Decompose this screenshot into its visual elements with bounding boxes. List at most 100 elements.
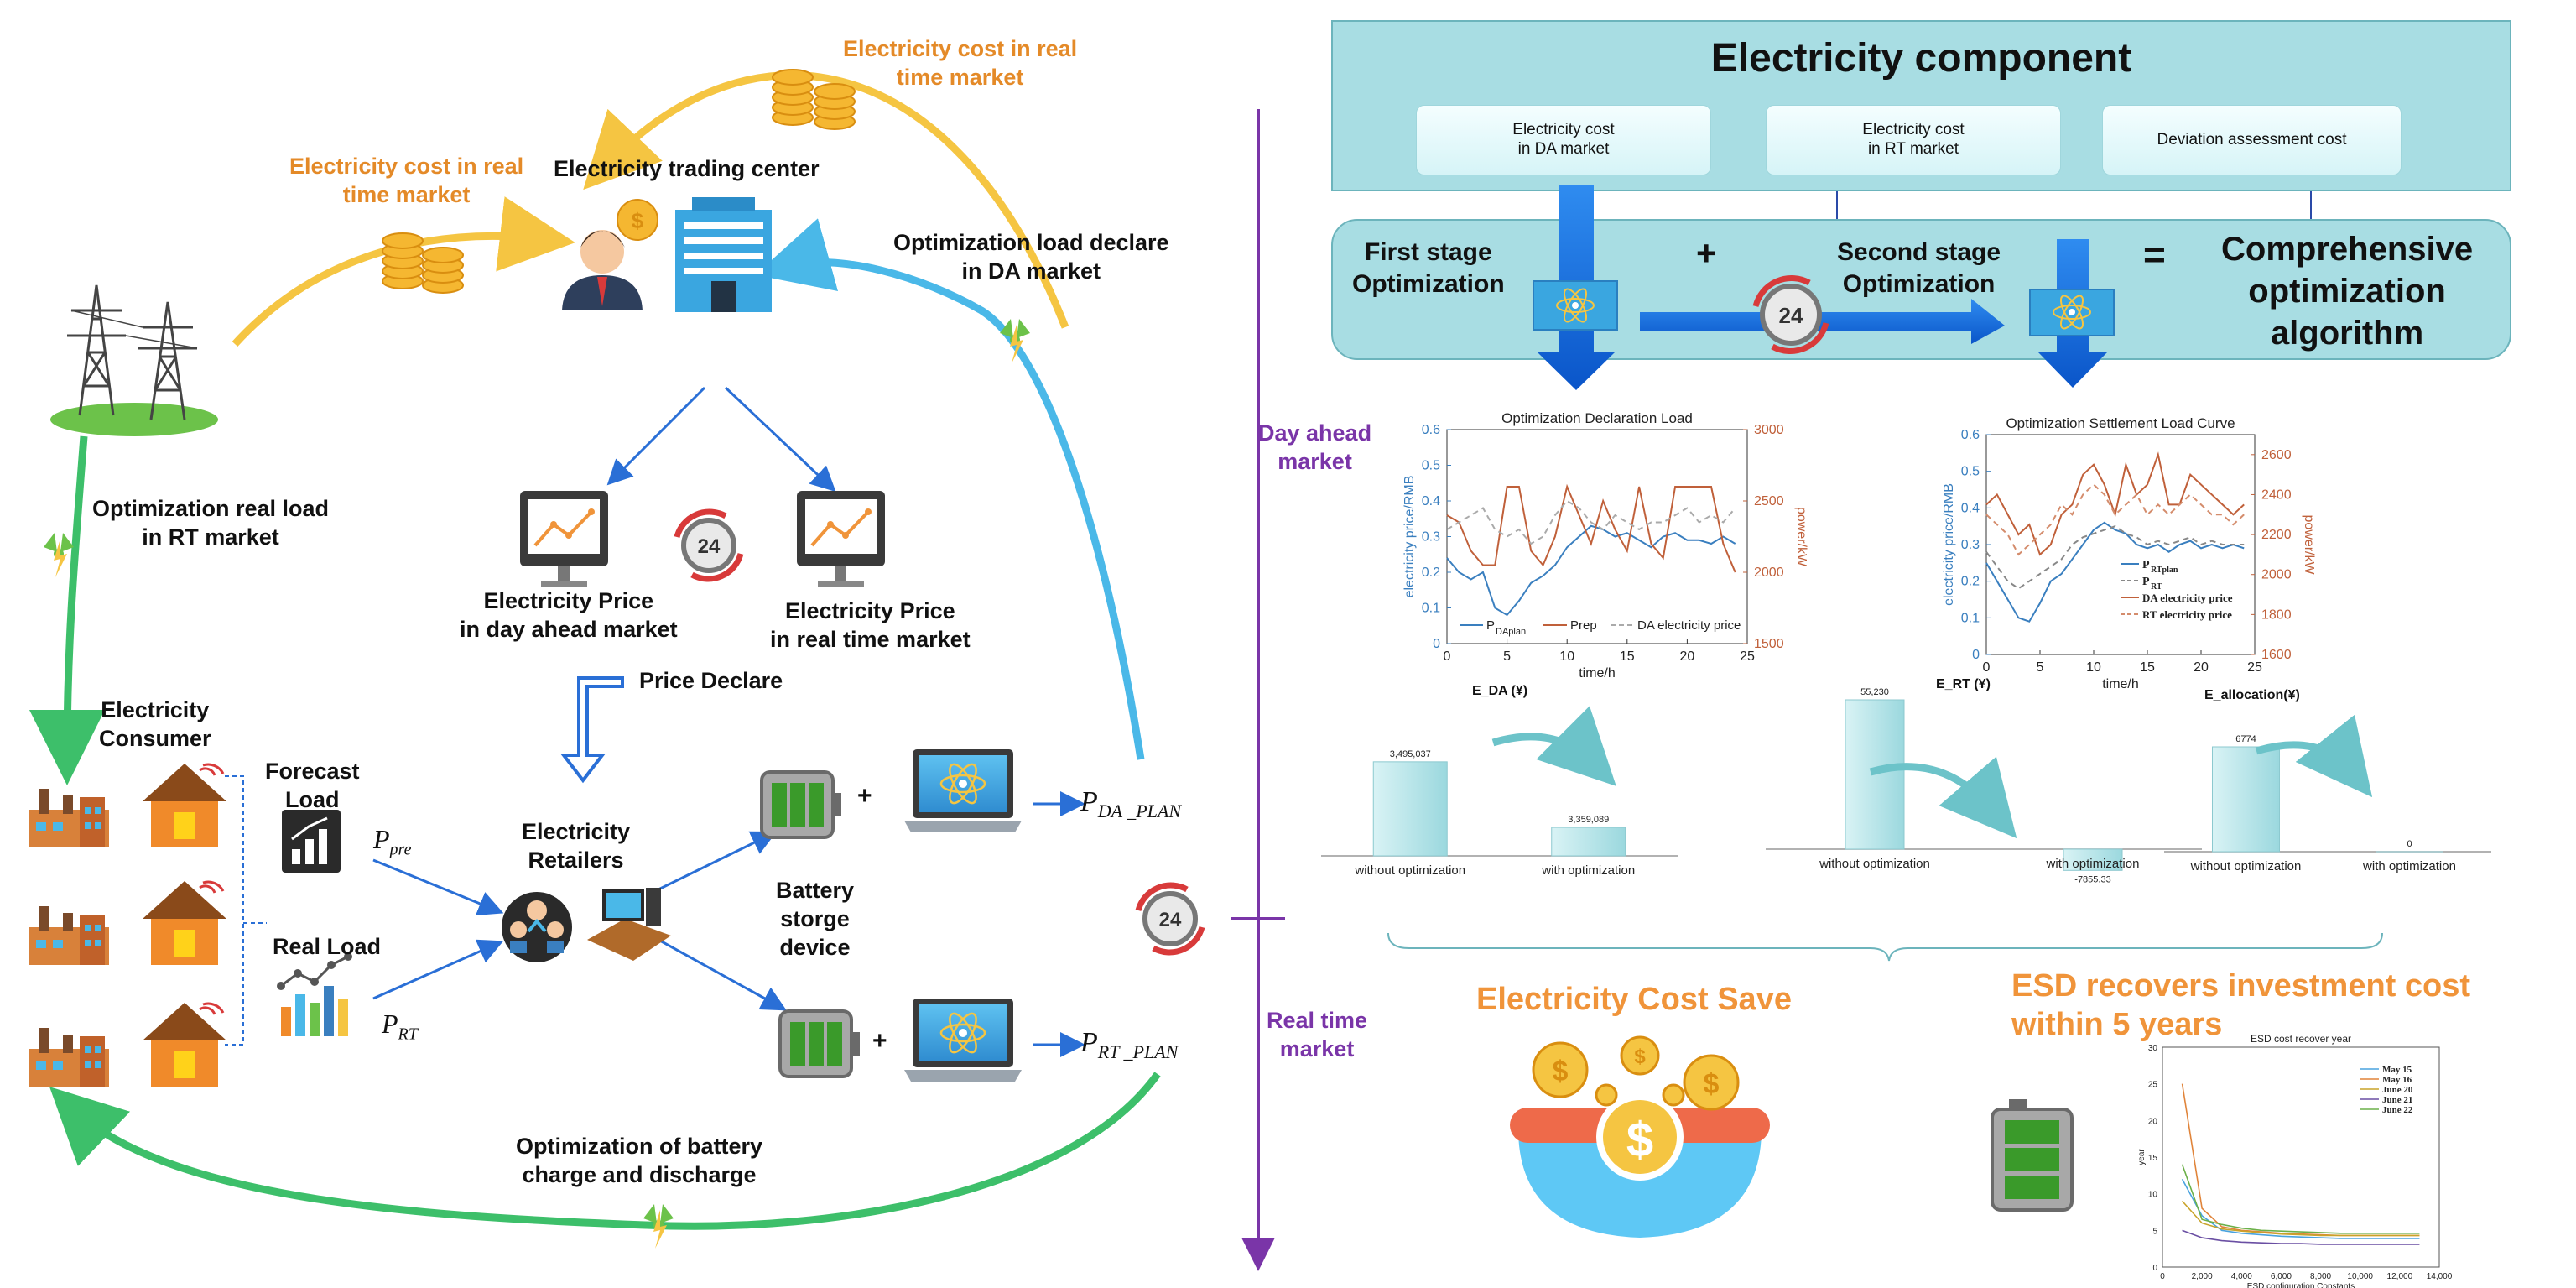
consumer-label: Electricity Consumer <box>99 697 211 751</box>
y-left-tick-label: 0.4 <box>1422 494 1440 508</box>
price-declare-arrow <box>559 676 624 784</box>
trading-center-label: Electricity trading center <box>554 156 820 181</box>
bar-value-label: 0 <box>2407 839 2412 849</box>
retailers-people-icon <box>502 892 572 962</box>
category-label: with optimization <box>2046 857 2140 871</box>
factory-icon-3 <box>29 1028 109 1087</box>
x-tick-label: 15 <box>1620 649 1635 664</box>
house-icon-2 <box>143 880 226 965</box>
svg-text:24: 24 <box>1159 909 1182 931</box>
legend-label: P <box>1486 618 1495 633</box>
series-line <box>2181 1178 2420 1239</box>
businessman-icon: $ <box>562 199 658 310</box>
bar-value-label: 6774 <box>2235 734 2256 744</box>
office-building-icon <box>675 197 772 312</box>
cost-save-label: Electricity Cost Save <box>1476 982 1792 1017</box>
y-right-tick-label: 3000 <box>1754 423 1784 437</box>
y-left-tick-label: 0.3 <box>1961 538 1980 552</box>
clock-24h-icon-3: 24 <box>1752 275 1829 354</box>
series-line <box>2182 1229 2420 1245</box>
forecast-load-label: Forecast Load <box>265 759 360 812</box>
plot-frame <box>1446 429 1748 644</box>
x-tick-label: 20 <box>1680 649 1695 664</box>
legend-label: RT electricity price <box>2142 608 2232 621</box>
plus-sign-component: + <box>1696 233 1717 273</box>
opt-battery-label: Optimization of battery charge and disch… <box>516 1134 763 1187</box>
series-line <box>1446 483 1736 573</box>
opt-real-load-label: Optimization real load in RT market <box>92 496 330 550</box>
plus-sign-1: + <box>857 782 872 810</box>
saving-arrow-1 <box>1491 706 1616 786</box>
y-tick-label: 15 <box>2148 1154 2158 1163</box>
chart-title: E_allocation(¥) <box>2204 688 2300 702</box>
optimization-panel <box>1331 219 2511 360</box>
saving-arrow-2 <box>1869 756 2017 839</box>
category-label: without optimization <box>1819 857 1930 871</box>
legend-label: DA electricity price <box>2142 592 2233 604</box>
x-tick-label: 14,000 <box>2427 1272 2453 1281</box>
real-load-chart-icon <box>277 952 352 1036</box>
chart-title: Optimization Declaration Load <box>1501 410 1693 426</box>
x-tick-label: 8,000 <box>2310 1272 2331 1281</box>
legend-label: May 15 <box>2382 1065 2412 1075</box>
esd-recover-label: ESD recovers investment cost within 5 ye… <box>2011 968 2471 1043</box>
yellow-cost-arrow-left <box>232 196 575 347</box>
y-right-axis-label: power/kW <box>1794 507 1808 567</box>
y-right-tick-label: 2600 <box>2261 448 2292 462</box>
x-axis-label: time/h <box>2102 677 2139 691</box>
x-tick-label: 2,000 <box>2192 1272 2213 1281</box>
y-right-tick-label: 2000 <box>2261 568 2292 582</box>
p-rt-plan-label: PRT _PLAN <box>1080 1025 1178 1063</box>
legend-label: June 21 <box>2382 1095 2412 1105</box>
y-axis-label: year <box>2137 1149 2147 1165</box>
p-da-plan-label: PDA _PLAN <box>1080 785 1181 822</box>
series-line <box>1985 521 2245 623</box>
factory-icon-2 <box>29 906 109 965</box>
cost-rt-label-top: Electricity cost in real time market <box>843 36 1078 90</box>
y-tick-label: 10 <box>2148 1191 2158 1200</box>
p-pre-base: P <box>373 824 390 854</box>
monitor-chart-icon-da <box>520 491 608 587</box>
category-label: with optimization <box>2362 859 2456 873</box>
clock-24h-icon-1: 24 <box>674 508 744 582</box>
pre-to-retailer-arrow <box>372 858 504 915</box>
series-line <box>1446 524 1736 617</box>
x-tick-label: 20 <box>2194 660 2209 675</box>
p-rt-sub: RT <box>398 1025 418 1044</box>
x-tick-label: 25 <box>1740 649 1755 664</box>
x-tick-label: 0 <box>1983 660 1991 675</box>
bar <box>1372 761 1448 857</box>
x-tick-label: 4,000 <box>2231 1272 2252 1281</box>
rt-cost-box: Electricity cost in RT market <box>1766 105 2061 175</box>
y-right-axis-label: power/kW <box>2302 514 2316 575</box>
price-da-label: Electricity Price in day ahead market <box>460 588 678 642</box>
series-line <box>2181 1200 2420 1237</box>
x-tick-label: 0 <box>1444 649 1451 664</box>
y-tick-label: 5 <box>2152 1227 2157 1236</box>
money-purse-icon: $ $$$ <box>1510 1035 1770 1238</box>
bar-value-label: 3,495,037 <box>1390 749 1431 759</box>
y-tick-label: 30 <box>2148 1044 2158 1053</box>
saving-arrow-3 <box>2255 714 2373 798</box>
y-tick-label: 25 <box>2148 1081 2158 1090</box>
y-left-axis-label: electricity price/RMB <box>1942 483 1956 606</box>
blue-declare-arrow <box>755 218 1145 760</box>
bar <box>1551 827 1626 857</box>
lightning-icon-1 <box>44 533 74 577</box>
laptop-atom-icon-1 <box>904 749 1022 832</box>
component-title: Electricity component <box>1710 36 2132 81</box>
svg-text:$: $ <box>1553 1056 1569 1087</box>
series-line <box>2181 1164 2420 1234</box>
p-pre-label: Ppre <box>373 822 411 860</box>
second-stage-label: Second stage Optimization <box>1837 238 2001 298</box>
consumer-bracket <box>225 775 267 1046</box>
summary-brace <box>1387 932 2383 962</box>
bar-value-label: 55,230 <box>1860 687 1889 697</box>
series-line <box>1985 451 2245 556</box>
x-tick-label: 10,000 <box>2347 1272 2373 1281</box>
